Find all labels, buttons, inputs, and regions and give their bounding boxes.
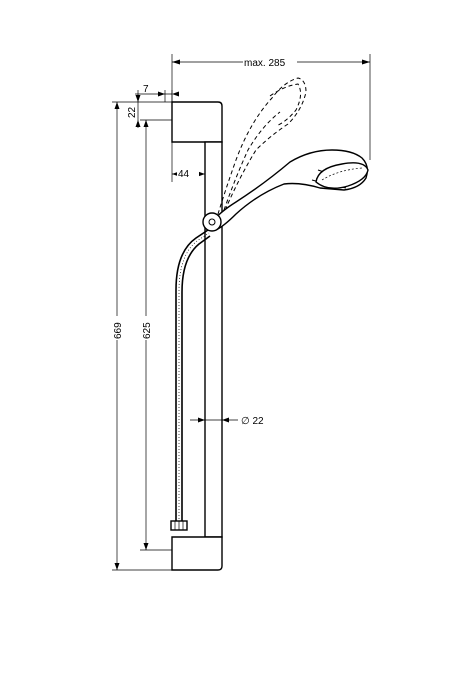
- mount-gap-label: 22: [127, 106, 138, 118]
- dimension-mount-distance: 625: [139, 120, 172, 551]
- bar-diameter-label: ∅ 22: [241, 416, 264, 427]
- top-wall-bracket: [171, 101, 223, 143]
- hand-shower: [202, 149, 369, 232]
- slider-knob: [202, 212, 222, 232]
- dimension-bar-diameter: ∅ 22: [190, 416, 264, 427]
- dimension-bar-offset: 44: [171, 142, 206, 182]
- bottom-wall-bracket: [171, 536, 223, 571]
- dimension-mount-gap: 22: [112, 90, 172, 128]
- top-offset-label: 7: [143, 84, 149, 95]
- mount-distance-label: 625: [142, 322, 153, 339]
- total-height-label: 669: [113, 322, 124, 339]
- slide-bar: [204, 141, 223, 538]
- max-reach-label: max. 285: [244, 58, 286, 69]
- dimension-top-offset: 7: [135, 84, 179, 102]
- shower-rail: [171, 101, 223, 571]
- spray-face: [315, 162, 369, 189]
- shower-hose: [170, 229, 211, 531]
- dimension-total-height: 669: [110, 102, 172, 571]
- bar-offset-label: 44: [178, 169, 190, 180]
- hand-shower-handle: [211, 149, 369, 231]
- dimension-max-reach: max. 285: [171, 54, 371, 160]
- hand-shower-tilted-outline: [217, 77, 307, 215]
